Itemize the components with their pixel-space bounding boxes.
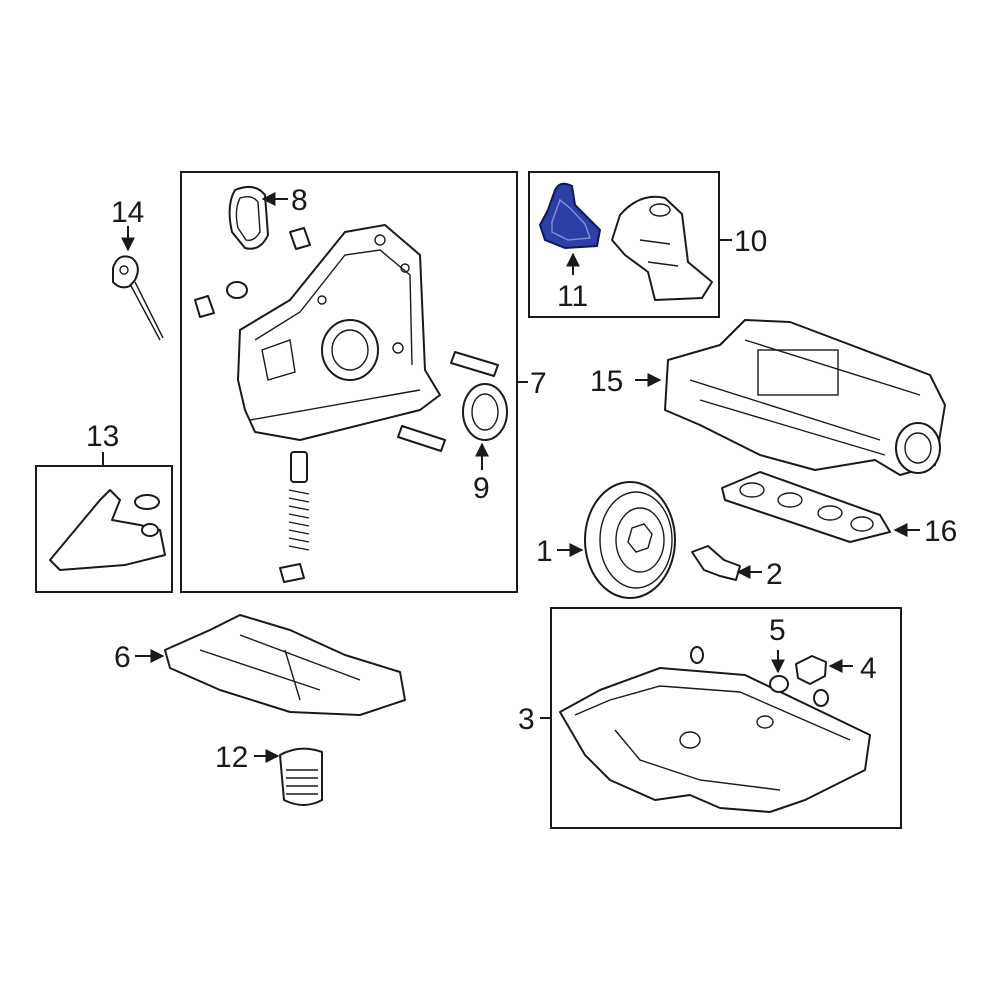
callout-14: 14 — [111, 196, 144, 229]
washer-5-part[interactable] — [769, 675, 789, 693]
skid-plate-part[interactable] — [164, 614, 406, 716]
callout-2: 2 — [766, 558, 783, 591]
callout-12: 12 — [215, 741, 248, 774]
callout-7: 7 — [530, 367, 547, 400]
gasket-8-part[interactable] — [228, 185, 269, 250]
oil-pan-part[interactable] — [559, 667, 871, 813]
crank-pulley-part[interactable] — [584, 481, 676, 599]
callout-8: 8 — [291, 184, 308, 217]
oil-strainer-part[interactable] — [49, 489, 166, 571]
relief-valve-parts — [279, 451, 310, 583]
callout-9: 9 — [473, 472, 490, 505]
callout-11: 11 — [557, 280, 588, 313]
callout-15: 15 — [590, 365, 623, 398]
callout-1: 1 — [536, 535, 553, 568]
callout-6: 6 — [114, 641, 131, 674]
oil-pump-part[interactable] — [237, 224, 441, 441]
callout-16: 16 — [924, 515, 957, 548]
oil-filter-part[interactable] — [279, 747, 323, 806]
intake-manifold-part[interactable] — [664, 319, 946, 476]
intake-gasket-part[interactable] — [721, 471, 891, 543]
small-rings — [690, 646, 829, 707]
group-box-filter-adapter — [528, 171, 720, 318]
bolt-2-part[interactable] — [691, 545, 741, 581]
studs — [397, 351, 499, 452]
gasket-11-highlighted[interactable] — [538, 182, 602, 250]
callout-4: 4 — [860, 652, 877, 685]
callout-13: 13 — [86, 420, 119, 453]
callout-10: 10 — [734, 225, 767, 258]
callout-3: 3 — [518, 703, 535, 736]
dowel-pins — [194, 227, 311, 318]
callout-labels: 1 2 3 4 5 6 7 8 9 10 11 12 13 14 15 16 — [86, 184, 957, 774]
leader-lines — [102, 192, 920, 763]
filter-adapter-part[interactable] — [611, 195, 713, 301]
oil-seal-part[interactable] — [462, 383, 508, 441]
dipstick-part[interactable] — [112, 255, 164, 341]
group-box-oil-pump — [180, 171, 518, 593]
callout-5: 5 — [769, 614, 786, 647]
drain-plug-part[interactable] — [795, 655, 827, 685]
